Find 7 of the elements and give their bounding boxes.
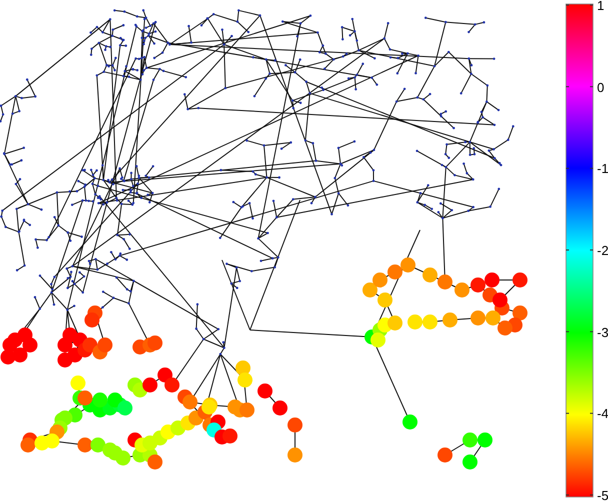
tick-label: -5 — [597, 489, 608, 501]
tick-label: 1 — [597, 0, 604, 12]
tick-label: -4 — [597, 407, 608, 420]
tick-label: -3 — [597, 326, 608, 339]
tick-label: -1 — [597, 162, 608, 176]
tick-label: -2 — [597, 244, 608, 257]
tick-label: 0 — [597, 80, 604, 94]
